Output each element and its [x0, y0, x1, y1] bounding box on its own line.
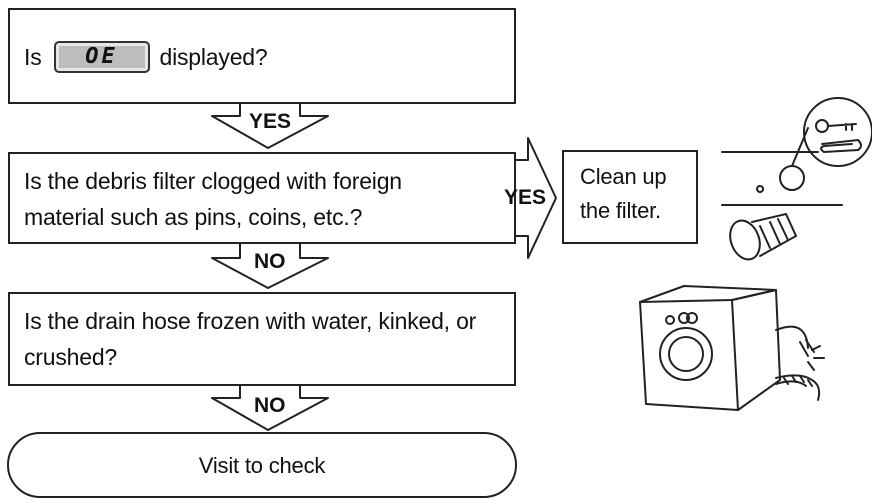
filter-illustration	[721, 97, 872, 261]
question-2-line-2: material such as pins, coins, etc.?	[24, 204, 363, 230]
end-terminal-text: Visit to check	[198, 453, 326, 478]
question-box-3: Is the drain hose frozen with water, kin…	[8, 292, 516, 386]
right-arrow-yes	[511, 137, 557, 259]
error-code-display: OE	[53, 41, 150, 73]
down-arrow-no-2	[211, 386, 329, 431]
action-line-2: the filter.	[580, 198, 661, 223]
label-yes-down: YES	[249, 110, 292, 133]
question-1-after: displayed?	[159, 44, 268, 70]
question-2-line-1: Is the debris filter clogged with foreig…	[24, 168, 402, 194]
question-box-1: Is OE displayed?	[8, 8, 516, 104]
washer-illustration	[639, 285, 825, 411]
question-box-2: Is the debris filter clogged with foreig…	[8, 152, 516, 244]
question-3-line-2: crushed?	[24, 344, 118, 370]
label-no-2: NO	[254, 394, 286, 417]
action-box: Clean up the filter.	[562, 150, 698, 244]
action-line-1: Clean up	[580, 164, 667, 189]
question-1-before: Is	[24, 44, 42, 70]
label-no-1: NO	[254, 250, 286, 273]
down-arrow-no-1	[211, 244, 329, 289]
down-arrow-yes	[211, 104, 329, 149]
end-terminal-shape	[7, 432, 517, 498]
label-yes-right: YES	[504, 186, 547, 209]
error-code: OE	[85, 44, 118, 69]
question-1-text: Is OE displayed?	[24, 38, 268, 76]
question-3-line-1: Is the drain hose frozen with water, kin…	[24, 308, 477, 334]
